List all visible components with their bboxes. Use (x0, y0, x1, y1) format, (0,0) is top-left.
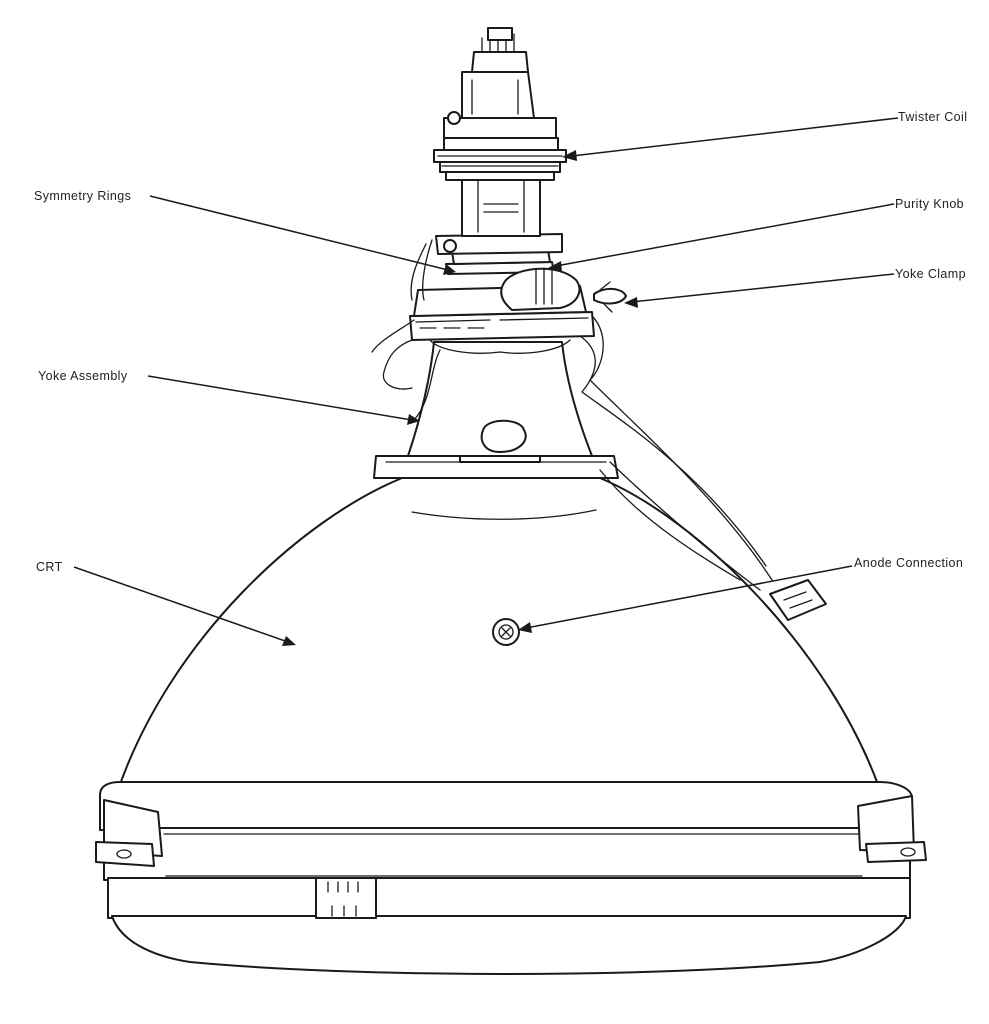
crt-neck (461, 175, 541, 237)
label-yoke-assembly: Yoke Assembly (38, 369, 128, 383)
leader-lines (73, 117, 899, 646)
twister-coil (433, 137, 567, 181)
tube-socket (443, 27, 557, 139)
label-purity-knob: Purity Knob (895, 197, 965, 211)
label-twister-coil: Twister Coil (898, 110, 968, 124)
yoke-assembly (371, 239, 827, 621)
label-yoke-clamp: Yoke Clamp (895, 267, 966, 281)
label-crt: CRT (36, 560, 63, 574)
label-symmetry-rings: Symmetry Rings (34, 189, 132, 203)
crt-body (95, 477, 927, 975)
label-anode-connection: Anode Connection (854, 556, 964, 570)
